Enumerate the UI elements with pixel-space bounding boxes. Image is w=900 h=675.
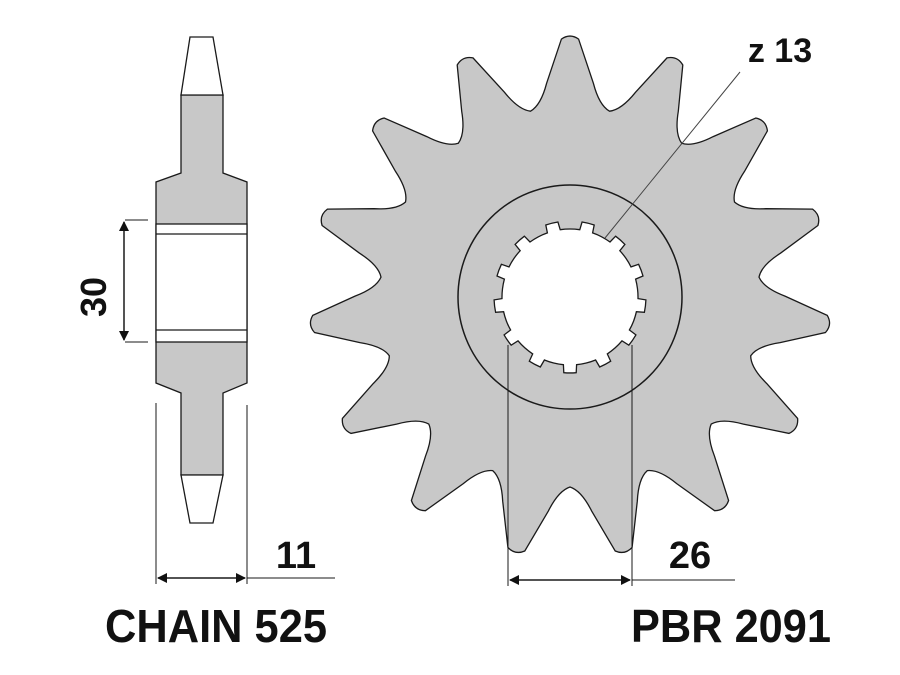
hub-ring <box>457 184 683 410</box>
chain-label: CHAIN 525 <box>105 600 327 652</box>
hub-bore <box>155 223 248 343</box>
teeth-leader-line <box>604 71 741 239</box>
teeth-count-label: z 13 <box>748 32 812 70</box>
top-tooth-tip <box>180 36 224 96</box>
width-dimension <box>155 403 335 584</box>
spline-bore <box>493 221 647 374</box>
spline-dimension <box>507 345 735 586</box>
side-profile <box>155 36 248 524</box>
sprocket-front-view <box>309 35 831 554</box>
height-dimension <box>119 219 148 343</box>
part-number-label: PBR 2091 <box>631 600 831 652</box>
width-dimension-label: 11 <box>276 535 316 577</box>
bottom-tooth-tip <box>180 474 224 524</box>
height-dimension-label: 30 <box>73 277 114 317</box>
spline-dimension-label: 26 <box>669 535 711 577</box>
